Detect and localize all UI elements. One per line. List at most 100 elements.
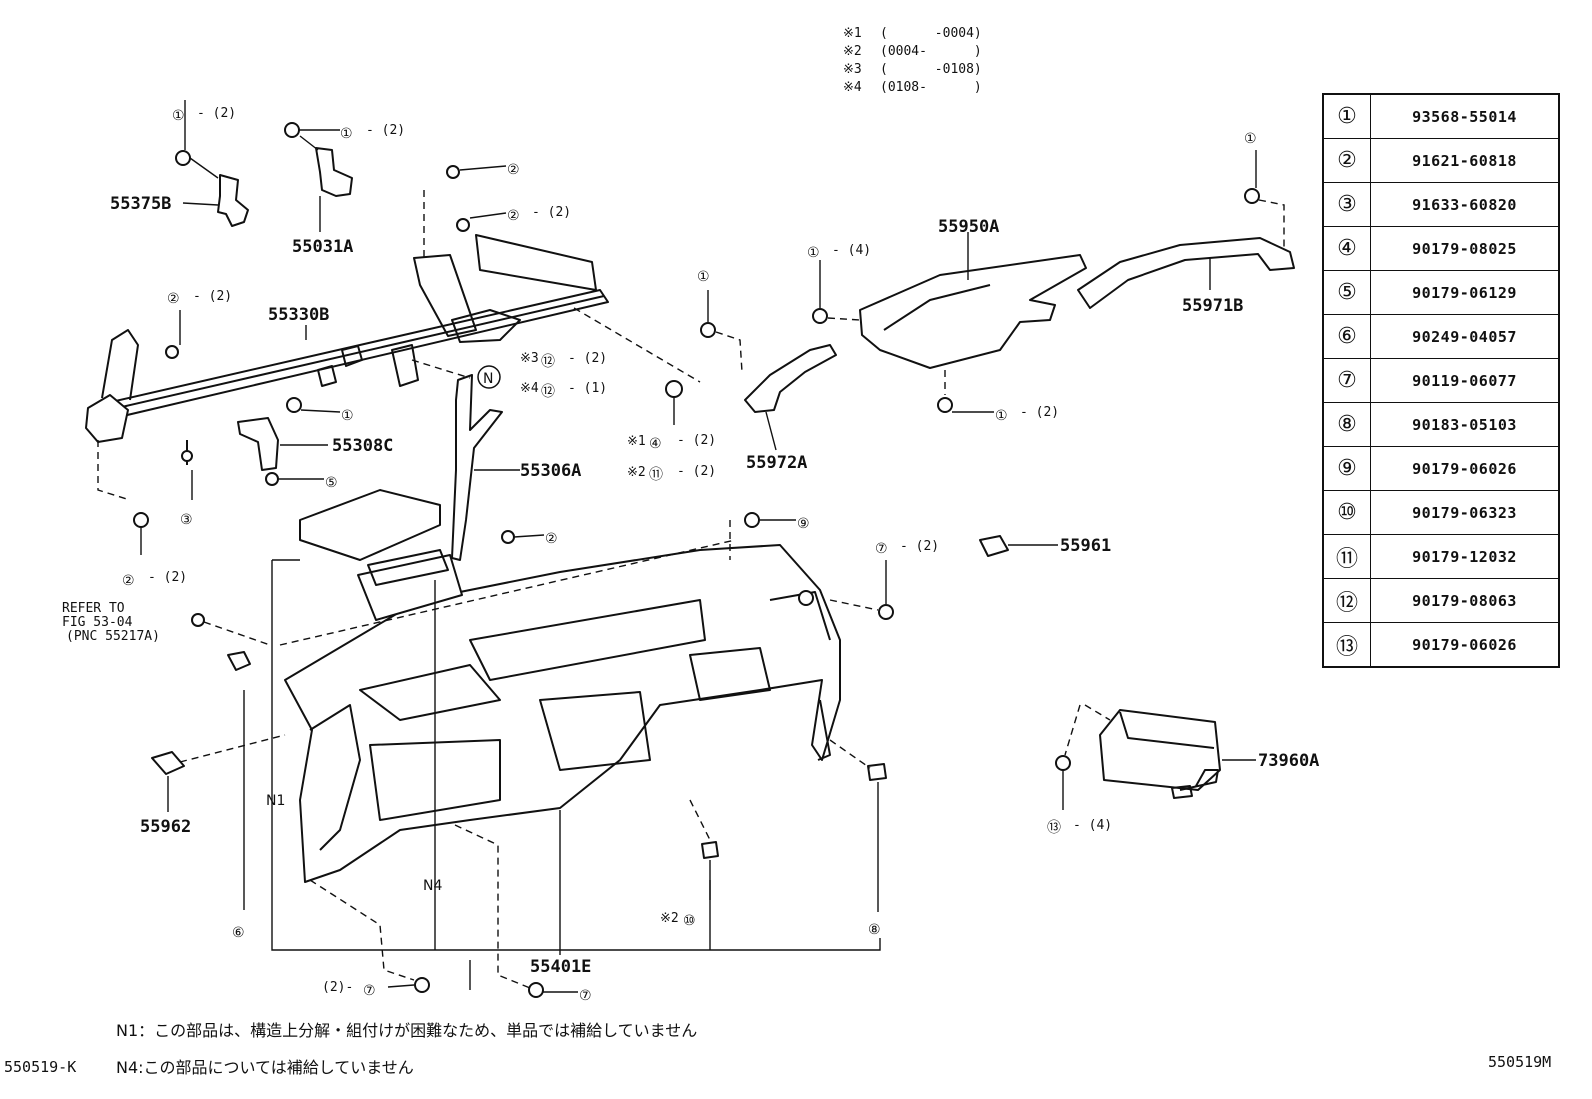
callout-2: ② <box>122 573 135 589</box>
callout-1: ① <box>1244 131 1257 147</box>
callout-2: ② <box>507 162 520 178</box>
variant-legend: ※1 ( -0004) ※2 (0004- ) ※3 ( -0108) ※4 (… <box>843 26 982 95</box>
variant-3-range: ( -0108) <box>880 62 982 77</box>
small-parts: 55962 55961 ⑨ ⑦ - (2) REFER TO FIG 53-04… <box>62 512 1111 1004</box>
variant-1-range: ( -0004) <box>880 26 982 41</box>
qty: - (2) <box>1020 405 1059 420</box>
callout-N: N <box>483 371 493 387</box>
label-55330B: 55330B <box>268 305 329 325</box>
label-73960A: 73960A <box>1258 751 1319 771</box>
mark-2: ※2 <box>627 465 646 480</box>
label-N4: N4 <box>423 878 442 894</box>
airbag-73960A: 73960A ⑬ - (4) <box>1047 704 1319 836</box>
parts-table-part-number: 93568-55014 <box>1370 93 1560 139</box>
instrument-panel-55401E: 55401E <box>279 489 841 990</box>
parts-table-part-number: 90179-06026 <box>1370 622 1560 668</box>
callout-9: ⑨ <box>797 516 810 532</box>
callout-1: ① <box>172 108 185 124</box>
parts-table-part-number: 91633-60820 <box>1370 182 1560 227</box>
qty: - (1) <box>568 381 607 396</box>
parts-table-ref: ⑧ <box>1322 402 1371 447</box>
qty: (2)- <box>322 980 353 995</box>
qty: - (2) <box>366 123 405 138</box>
qty: - (4) <box>832 243 871 258</box>
variant-4-mark: ※4 <box>843 80 862 95</box>
parts-table-part-number: 90249-04057 <box>1370 314 1560 359</box>
qty: - (4) <box>1073 818 1112 833</box>
callout-5: ⑤ <box>325 475 338 491</box>
parts-table-part-number: 90179-08063 <box>1370 578 1560 623</box>
duct-55950A: ① - (4) 55950A ① - (2) <box>807 217 1087 424</box>
callout-11: ⑪ <box>649 467 663 483</box>
qty: - (2) <box>197 106 236 121</box>
callout-1: ① <box>697 269 710 285</box>
qty: - (2) <box>148 570 187 585</box>
callout-1: ① <box>340 126 353 142</box>
callout-7: ⑦ <box>579 988 592 1004</box>
label-55972A: 55972A <box>746 453 807 473</box>
parts-table-ref: ⑦ <box>1322 358 1371 403</box>
label-55308C: 55308C <box>332 436 393 456</box>
label-55971B: 55971B <box>1182 296 1243 316</box>
parts-table-ref: ① <box>1322 93 1371 139</box>
variant-2-range: (0004- ) <box>880 44 982 59</box>
parts-table-ref: ⑬ <box>1322 622 1371 668</box>
parts-table-ref: ⑪ <box>1322 534 1371 579</box>
label-55950A: 55950A <box>938 217 999 237</box>
parts-table-ref: ⑤ <box>1322 270 1371 315</box>
parts-table-ref: ④ <box>1322 226 1371 271</box>
parts-table-part-number: 90179-06129 <box>1370 270 1560 315</box>
callout-12: ⑫ <box>541 384 555 400</box>
figure-code-left: 550519-K <box>4 1058 77 1076</box>
parts-table-ref: ⑫ <box>1322 578 1371 623</box>
parts-table-ref: ③ <box>1322 182 1371 227</box>
frame-lines: N1 N4 ⑥ ⑧ ※2 ⑩ <box>232 559 881 951</box>
parts-table-part-number: 90179-06323 <box>1370 490 1560 535</box>
beam-callouts: ② - (2) ② ② - (2) ① 55308C ⑤ ③ ② - (2) 5… <box>97 162 716 589</box>
bracket-55031A: ① - (2) 55031A <box>284 122 405 257</box>
callout-6: ⑥ <box>232 925 245 941</box>
callout-1: ① <box>995 408 1008 424</box>
variant-1-mark: ※1 <box>843 26 862 41</box>
duct-55971B: ① 55971B <box>1077 131 1295 316</box>
qty: - (2) <box>900 539 939 554</box>
qty: - (2) <box>532 205 571 220</box>
callout-1: ① <box>341 408 354 424</box>
parts-table-ref: ⑨ <box>1322 446 1371 491</box>
callout-3: ③ <box>180 512 193 528</box>
mark-4: ※4 <box>520 381 539 396</box>
variant-2-mark: ※2 <box>843 44 862 59</box>
parts-table-ref: ⑥ <box>1322 314 1371 359</box>
label-N1: N1 <box>266 793 285 809</box>
callout-10: ⑩ <box>683 913 696 929</box>
callout-7: ⑦ <box>875 541 888 557</box>
label-55962: 55962 <box>140 817 191 837</box>
mark-1: ※1 <box>627 434 646 449</box>
parts-table-part-number: 91621-60818 <box>1370 138 1560 183</box>
qty: - (2) <box>193 289 232 304</box>
note-n1: N1：この部品は、構造上分解・組付けが困難なため、単品では補給していません <box>116 1021 698 1040</box>
label-55031A: 55031A <box>292 237 353 257</box>
variant-3-mark: ※3 <box>843 62 862 77</box>
duct-55972A: ① 55972A <box>697 269 837 473</box>
parts-table-part-number: 90183-05103 <box>1370 402 1560 447</box>
callout-1: ① <box>807 245 820 261</box>
callout-2: ② <box>167 291 180 307</box>
callout-12: ⑫ <box>541 354 555 370</box>
qty: - (2) <box>568 351 607 366</box>
label-55306A: 55306A <box>520 461 581 481</box>
label-55961: 55961 <box>1060 536 1111 556</box>
parts-table-part-number: 90179-08025 <box>1370 226 1560 271</box>
figure-code-right: 550519M <box>1488 1053 1552 1071</box>
